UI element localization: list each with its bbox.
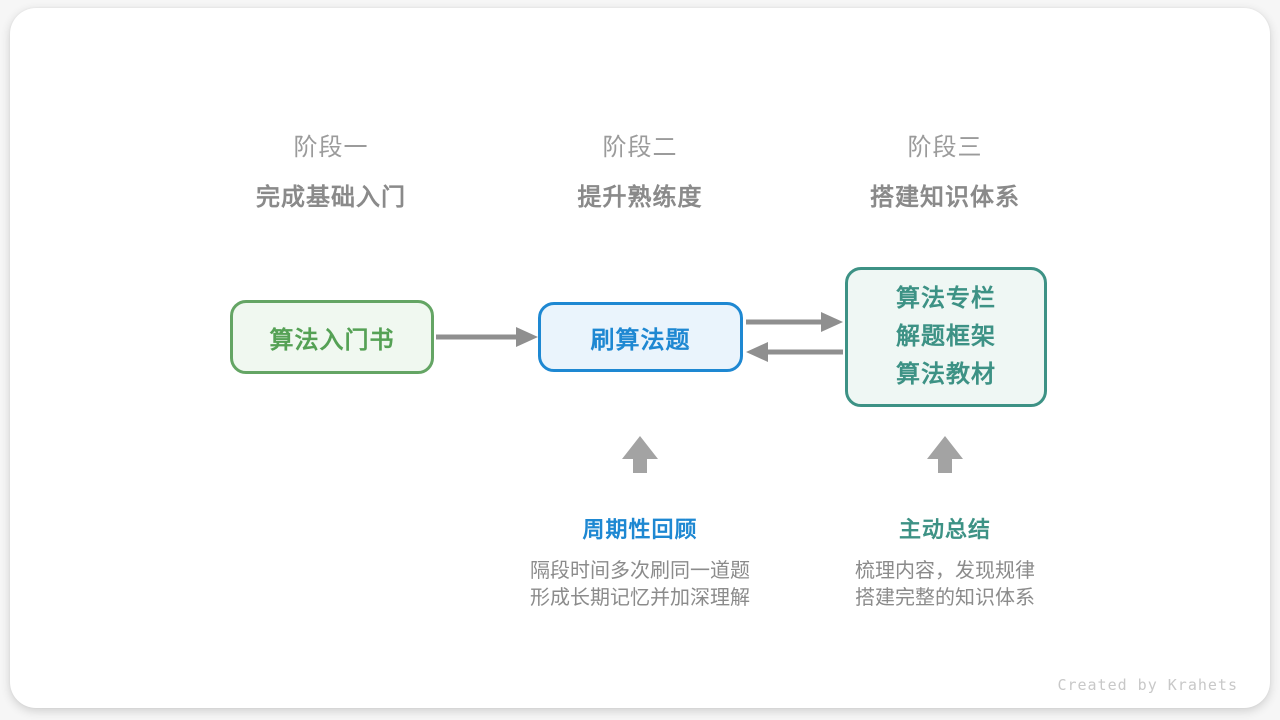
node-algorithm-intro-book: 算法入门书 [230, 300, 434, 374]
stage-1-label: 阶段一 [293, 134, 369, 161]
desc-line: 形成长期记忆并加深理解 [530, 587, 750, 609]
desc-line: 梳理内容，发现规律 [855, 560, 1035, 582]
node-label: 算法教材 [896, 361, 996, 388]
stage-3-label: 阶段三 [907, 134, 983, 161]
annotation-periodic-review-desc: 隔段时间多次刷同一道题 形成长期记忆并加深理解 [480, 558, 800, 612]
node-label: 算法入门书 [269, 326, 395, 354]
credit-text: Created by Krahets [1057, 676, 1238, 694]
annotation-active-summary-title: 主动总结 [898, 517, 991, 542]
node-label: 算法专栏 [896, 285, 996, 312]
stage-2-subtitle: 提升熟练度 [577, 184, 703, 211]
node-knowledge-sources: 算法专栏 解题框架 算法教材 [845, 267, 1047, 407]
node-solve-problems: 刷算法题 [538, 302, 743, 372]
desc-line: 搭建完整的知识体系 [855, 587, 1035, 609]
node-label: 刷算法题 [590, 326, 691, 354]
desc-line: 隔段时间多次刷同一道题 [530, 560, 750, 582]
stage-3-subtitle: 搭建知识体系 [870, 184, 1020, 211]
annotation-active-summary-desc: 梳理内容，发现规律 搭建完整的知识体系 [785, 558, 1105, 612]
stage-2-label: 阶段二 [602, 134, 678, 161]
node-label: 解题框架 [896, 323, 996, 350]
annotation-periodic-review-title: 周期性回顾 [582, 517, 698, 542]
stage-1-subtitle: 完成基础入门 [256, 184, 406, 211]
